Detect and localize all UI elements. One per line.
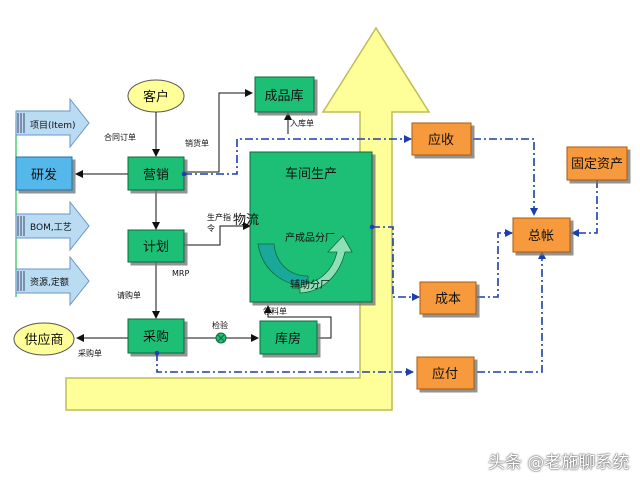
production-order-label-1: 生产指 xyxy=(207,212,231,222)
input-bom-label: BOM,工艺 xyxy=(30,222,72,233)
workshop-box xyxy=(249,151,373,303)
purchase-order-label: 采购单 xyxy=(78,348,102,358)
supplier-node xyxy=(13,322,75,356)
receivable-box xyxy=(411,122,472,156)
warehouse-label: 库房 xyxy=(275,331,301,347)
plan-label: 计划 xyxy=(143,240,169,255)
warehouse-box xyxy=(259,320,318,355)
ledger-box xyxy=(512,217,571,253)
finished-goods-box xyxy=(254,76,315,113)
payable-box xyxy=(416,356,475,390)
cycle-arrow-left xyxy=(257,243,309,287)
input-item-label: 项目(Item) xyxy=(30,120,76,131)
purchase-req-label: 请购单 xyxy=(117,290,141,300)
contract-order-label: 合同订单 xyxy=(104,132,136,142)
customer-label: 客户 xyxy=(143,89,169,105)
rd-box xyxy=(15,156,73,191)
cost-label: 成本 xyxy=(435,292,461,307)
mrp-label: MRP xyxy=(172,269,189,278)
inspection-label: 检验 xyxy=(212,320,228,330)
input-resource-label: 资源,定额 xyxy=(30,276,69,288)
stock-in-label: 入库单 xyxy=(290,118,314,128)
input-resource-arrow: 资源,定额 xyxy=(15,255,90,307)
receivable-label: 应收 xyxy=(428,132,454,148)
rd-label: 研发 xyxy=(31,167,57,183)
aux-branch-label: 辅助分厂 xyxy=(290,278,330,291)
product-branch-label: 产成品分厂 xyxy=(285,231,335,244)
payable-label: 应付 xyxy=(432,366,458,382)
purchase-box xyxy=(127,318,185,354)
fixed-assets-box xyxy=(566,146,628,181)
input-bom-arrow: BOM,工艺 xyxy=(15,200,90,252)
watermark: 头条 @老施聊系统 xyxy=(488,453,630,473)
inspection-icon xyxy=(215,332,227,344)
sales-label: 营销 xyxy=(143,168,169,183)
finished-goods-label: 成品库 xyxy=(264,88,303,104)
workshop-label: 车间生产 xyxy=(285,166,337,182)
cost-box xyxy=(419,281,477,315)
logistics-label: 物流 xyxy=(233,213,259,228)
plan-box xyxy=(127,229,185,263)
production-order-label-2: 令 xyxy=(207,223,215,233)
input-item-arrow: 项目(Item) xyxy=(15,97,90,149)
material-req-label: 领料单 xyxy=(263,306,287,316)
supplier-label: 供应商 xyxy=(24,332,63,348)
delivery-note-label: 销货单 xyxy=(185,138,209,148)
cycle-arrow-right xyxy=(299,235,353,294)
fixed-assets-label: 固定资产 xyxy=(571,157,623,172)
purchase-label: 采购 xyxy=(143,329,169,345)
sales-box xyxy=(127,156,185,191)
ledger-label: 总帐 xyxy=(528,229,554,244)
